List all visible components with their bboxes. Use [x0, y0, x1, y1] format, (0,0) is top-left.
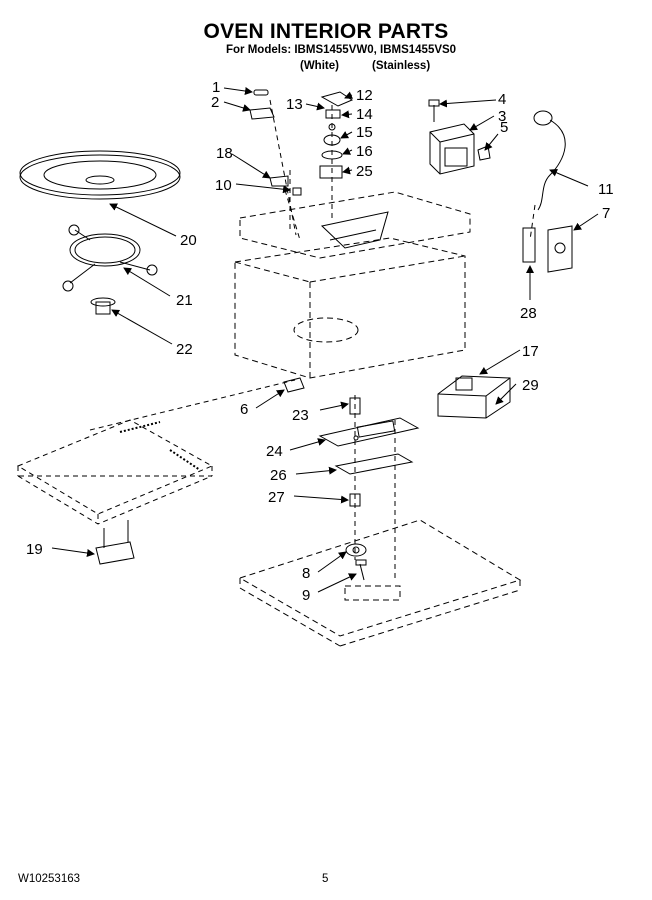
callout-19: 19	[26, 541, 43, 558]
switch-assembly-drawing	[522, 225, 573, 273]
callout-2: 2	[211, 94, 219, 111]
callout-15: 15	[356, 124, 373, 141]
variant-stainless: (Stainless)	[372, 60, 431, 72]
callout-13: 13	[286, 96, 303, 113]
page-number: 5	[322, 873, 329, 885]
callout-12: 12	[356, 87, 373, 104]
callout-23: 23	[292, 407, 309, 424]
callout-5: 5	[500, 119, 508, 136]
callout-17: 17	[522, 343, 539, 360]
callout-20: 20	[180, 232, 197, 249]
callout-4: 4	[498, 91, 506, 108]
part-5-drawing	[477, 145, 491, 161]
callout-10: 10	[215, 177, 232, 194]
left-floor-drawing	[16, 419, 214, 525]
base-stack-drawing	[318, 397, 420, 507]
magnetron-drawing	[429, 123, 475, 175]
callout-29: 29	[522, 377, 539, 394]
variant-white: (White)	[300, 60, 339, 72]
lower-base-drawing	[238, 519, 522, 647]
coupler-drawing	[90, 297, 116, 315]
callout-18: 18	[216, 145, 233, 162]
waveguide-cover-drawing	[320, 211, 389, 249]
callout-26: 26	[270, 467, 287, 484]
callout-3: 3	[498, 108, 506, 125]
motor-8-drawing	[345, 543, 367, 557]
screw-9-drawing	[359, 563, 365, 581]
callout-25: 25	[356, 163, 373, 180]
callout-8: 8	[302, 565, 310, 582]
callout-22: 22	[176, 341, 193, 358]
part-10-drawing	[292, 187, 302, 196]
callout-27: 27	[268, 489, 285, 506]
callout-7: 7	[602, 205, 610, 222]
stirrer-stack-drawing	[319, 91, 354, 179]
callout-24: 24	[266, 443, 283, 460]
models-line: For Models: IBMS1455VW0, IBMS1455VS0	[226, 44, 457, 56]
roller-support-drawing	[62, 224, 158, 292]
callout-9: 9	[302, 587, 310, 604]
callout-1: 1	[212, 79, 220, 96]
callout-14: 14	[356, 106, 373, 123]
left-floor-foot-drawing	[95, 520, 135, 565]
doc-number: W10253163	[18, 873, 81, 885]
callout-28: 28	[520, 305, 537, 322]
callout-6: 6	[240, 401, 248, 418]
part-1-drawing	[253, 89, 269, 96]
glass-tray-drawing	[19, 150, 181, 200]
callout-labels: 1 2 3 4 5 6 7 8 9 10 11 12 13 14 15 16 1…	[26, 79, 614, 604]
transformer-drawing	[437, 375, 511, 419]
part-6-drawing	[283, 377, 305, 393]
thermal-cutout-drawing	[533, 110, 566, 211]
callout-21: 21	[176, 292, 193, 309]
callout-16: 16	[356, 143, 373, 160]
oven-cavity-drawing	[234, 191, 471, 379]
page-title: OVEN INTERIOR PARTS	[203, 20, 449, 43]
part-2-drawing	[249, 107, 275, 120]
callout-11: 11	[598, 181, 614, 198]
